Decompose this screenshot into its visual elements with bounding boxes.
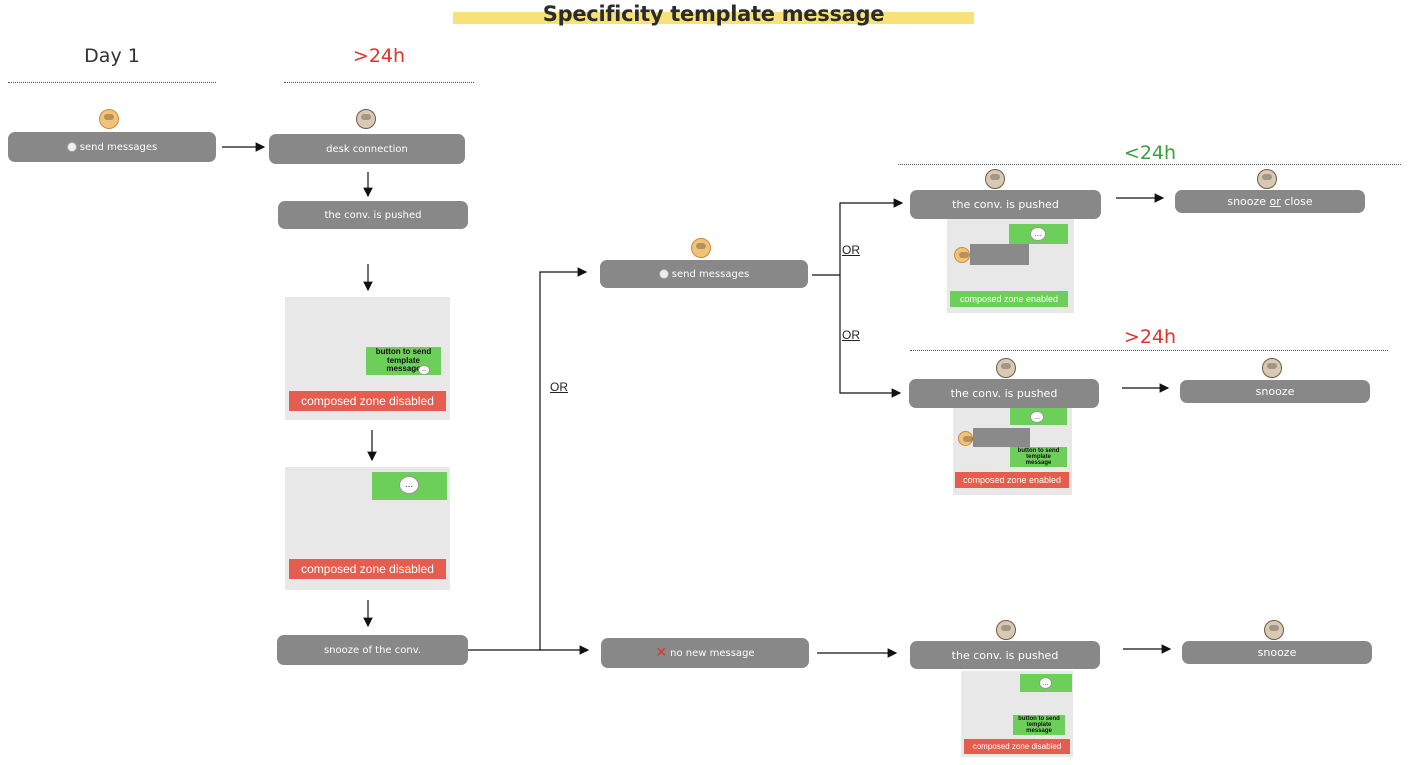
message-bubble: ... — [1010, 408, 1067, 425]
message-bubble: ... — [1009, 224, 1068, 244]
node-conv-pushed[interactable]: the conv. is pushed — [909, 379, 1099, 408]
template-button-label: button to send template message — [375, 347, 432, 374]
divider — [910, 350, 1388, 351]
node-send-messages-day1[interactable]: send messages — [8, 132, 216, 162]
node-conv-pushed[interactable]: the conv. is pushed — [910, 641, 1100, 669]
title-highlight — [453, 12, 974, 24]
user-avatar-icon — [691, 238, 711, 258]
or-label: OR — [842, 243, 860, 257]
node-snooze[interactable]: snooze — [1182, 641, 1372, 664]
composed-zone-enabled-bar: composed zone enabled — [950, 291, 1068, 307]
composed-zone-disabled-bar: composed zone disabled — [289, 391, 446, 411]
composed-zone-enabled-bar: composed zone enabled — [955, 472, 1069, 488]
node-conv-pushed[interactable]: the conv. is pushed — [278, 201, 468, 229]
or-label: OR — [550, 380, 568, 394]
composer-mockup-panel: ... button to send template message comp… — [953, 408, 1072, 495]
template-button-label: button to send template message — [1018, 715, 1060, 735]
node-snooze-conv[interactable]: snooze of the conv. — [277, 635, 468, 665]
column-label-day1: Day 1 — [84, 45, 140, 67]
user-avatar-icon — [958, 431, 973, 446]
composer-mockup-panel: ... button to send template message comp… — [961, 671, 1073, 757]
agent-avatar-icon — [1257, 169, 1277, 189]
user-avatar-icon — [954, 247, 970, 263]
chat-bubble-icon: ... — [1030, 411, 1044, 423]
agent-avatar-icon — [996, 620, 1016, 640]
divider — [8, 82, 216, 83]
node-label: snooze — [1227, 195, 1270, 208]
chat-bubble-icon — [66, 142, 77, 152]
divider — [284, 82, 474, 83]
label-under24h: <24h — [1123, 142, 1177, 164]
node-snooze[interactable]: snooze — [1180, 380, 1370, 403]
agent-avatar-icon — [1262, 358, 1282, 378]
chat-bubble-icon: ... — [399, 476, 419, 494]
label-over24h-right: >24h — [1123, 326, 1177, 348]
agent-avatar-icon — [356, 109, 376, 129]
divider — [898, 164, 1401, 165]
node-label: send messages — [671, 268, 750, 280]
column-label-over24h: >24h — [352, 45, 406, 67]
message-bubble: ... — [372, 472, 447, 500]
chat-bubble-icon: ... — [1030, 227, 1046, 241]
chat-bubble-icon — [658, 269, 669, 279]
node-label-or: or — [1269, 195, 1281, 208]
chat-bubble-icon: ... — [418, 365, 430, 375]
agent-avatar-icon — [985, 169, 1005, 189]
template-button-label: button to send template message — [1017, 447, 1060, 467]
message-bubble — [973, 428, 1030, 447]
composer-mockup-panel: ... composed zone enabled — [947, 219, 1074, 313]
node-conv-pushed[interactable]: the conv. is pushed — [910, 190, 1101, 219]
template-button[interactable]: button to send template message — [1010, 447, 1067, 467]
chat-bubble-icon: ... — [1039, 677, 1052, 689]
cross-mark-icon: ✕ — [655, 645, 668, 661]
composer-mockup-panel: button to send template message ... comp… — [285, 297, 450, 420]
message-bubble — [970, 244, 1029, 265]
template-button[interactable]: button to send template message — [1013, 715, 1065, 735]
node-desk-connection[interactable]: desk connection — [269, 134, 465, 164]
node-label: no new message — [670, 647, 755, 659]
message-bubble: ... — [1020, 674, 1072, 692]
node-label: send messages — [79, 141, 158, 153]
composer-mockup-panel: ... composed zone disabled — [285, 467, 450, 590]
page-title: Specificity template message — [542, 2, 885, 26]
composed-zone-disabled-bar: composed zone disabled — [964, 739, 1070, 754]
composed-zone-disabled-bar: composed zone disabled — [289, 559, 446, 579]
agent-avatar-icon — [996, 358, 1016, 378]
or-label: OR — [842, 328, 860, 342]
node-snooze-or-close[interactable]: snooze or close — [1175, 190, 1365, 213]
node-send-messages[interactable]: send messages — [600, 260, 808, 288]
agent-avatar-icon — [1264, 620, 1284, 640]
user-avatar-icon — [99, 109, 119, 129]
node-label: close — [1280, 195, 1313, 208]
node-no-new-message[interactable]: ✕no new message — [601, 638, 809, 668]
